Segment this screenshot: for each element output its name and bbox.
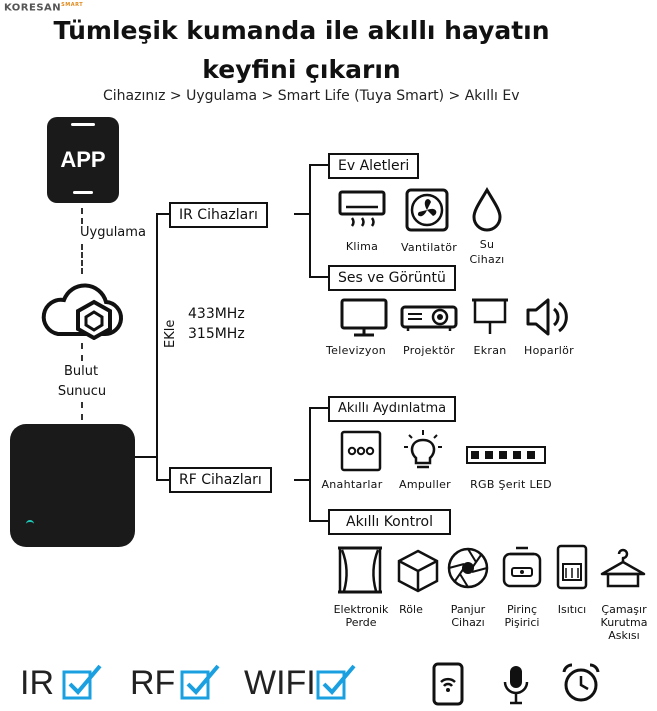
uygulama-label: Uygulama <box>80 225 146 240</box>
akilli-kontrol-box: Akıllı Kontrol <box>328 509 452 535</box>
panjur-label-1: Panjur <box>450 603 486 616</box>
rice-cooker-icon <box>502 546 542 588</box>
page-title-line2: keyfini çıkarın <box>202 55 401 84</box>
cihazi-label: Cihazı <box>469 253 505 266</box>
bulb-icon <box>404 430 442 469</box>
checkbox-icon <box>62 664 102 700</box>
led-strip-icon <box>466 446 546 464</box>
rf-text: RF <box>130 664 176 702</box>
role-label: Röle <box>399 603 423 616</box>
connector-line <box>309 407 329 409</box>
wifi-led-icon <box>26 520 34 528</box>
svg-text:APP: APP <box>60 147 105 172</box>
televizyon-label: Televizyon <box>326 344 386 357</box>
projector-icon <box>400 305 458 331</box>
connector-line <box>309 164 329 166</box>
freq-433: 433MHz <box>188 306 245 322</box>
screen-icon <box>472 298 508 334</box>
projektor-label: Projektör <box>403 344 455 357</box>
ekle-label: EKle <box>163 319 178 348</box>
ampuller-label: Ampuller <box>399 478 451 491</box>
ekran-label: Ekran <box>473 344 507 357</box>
dash-line <box>81 208 83 224</box>
camasir-label-2: Kurutma <box>600 616 648 629</box>
ir-text: IR <box>20 664 54 702</box>
bulut-label: Bulut <box>63 364 99 379</box>
switch-icon <box>340 430 382 472</box>
camasir-label-3: Askısı <box>608 629 640 642</box>
akilli-aydinlatma-box: Akıllı Aydınlatma <box>328 396 457 422</box>
perde-label-2: Perde <box>345 616 377 629</box>
connector-line <box>294 479 310 481</box>
panjur-label-2: Cihazı <box>451 616 485 629</box>
isitici-label: Isıtıcı <box>557 603 587 616</box>
wifi-text: WIFI <box>244 664 316 702</box>
rgb-serit-label: RGB Şerit LED <box>470 478 552 491</box>
rf-devices-box: RF Cihazları <box>169 467 272 493</box>
app-phone-icon: APP <box>47 117 119 203</box>
connector-line <box>309 276 329 278</box>
connector-line <box>156 213 170 215</box>
brand-logo: KORESANSMART <box>4 2 84 14</box>
speaker-icon <box>526 298 568 336</box>
klima-label: Klima <box>345 240 379 253</box>
air-conditioner-icon <box>338 190 386 227</box>
connector-line <box>309 520 329 522</box>
su-label: Su <box>479 238 495 251</box>
freq-315: 315MHz <box>188 326 245 342</box>
shutter-icon <box>447 547 489 589</box>
microphone-icon <box>503 666 529 705</box>
connector-line <box>294 213 310 215</box>
cloud-icon <box>41 283 123 340</box>
trunk-line <box>156 213 158 481</box>
ir-devices-box: IR Cihazları <box>169 202 268 228</box>
heater-icon <box>556 544 588 590</box>
vantilator-label: Vantilatör <box>400 241 458 254</box>
checkbox-icon <box>316 664 356 700</box>
camasir-label-1: Çamaşır <box>601 603 647 616</box>
tv-icon <box>340 298 388 337</box>
smart-hub-device <box>10 424 135 547</box>
pirinc-label-2: Pişirici <box>504 616 540 629</box>
hanger-icon <box>600 548 646 588</box>
perde-label-1: Elektronik <box>333 603 389 616</box>
ev-aletleri-box: Ev Aletleri <box>328 153 420 179</box>
connector-line <box>156 479 170 481</box>
relay-cube-icon <box>397 549 439 593</box>
page-title-line1: Tümleşik kumanda ile akıllı hayatın <box>53 16 550 45</box>
sunucu-label: Sunucu <box>57 384 107 399</box>
dash-line <box>81 343 83 361</box>
hoparlor-label: Hoparlör <box>524 344 574 357</box>
dash-line <box>81 244 83 274</box>
breadcrumb: Cihazınız > Uygulama > Smart Life (Tuya … <box>103 88 520 104</box>
curtain-icon <box>338 546 382 594</box>
connector-line <box>135 456 157 458</box>
pirinc-label-1: Pirinç <box>506 603 538 616</box>
alarm-clock-icon <box>562 663 600 702</box>
phone-wifi-icon <box>432 662 464 706</box>
ses-goruntu-box: Ses ve Görüntü <box>328 265 456 291</box>
dash-line <box>81 402 83 420</box>
branch-line <box>309 407 311 522</box>
fan-icon <box>405 188 449 232</box>
branch-line <box>309 164 311 278</box>
water-drop-icon <box>472 187 502 232</box>
checkbox-icon <box>180 664 220 700</box>
anahtarlar-label: Anahtarlar <box>321 478 383 491</box>
